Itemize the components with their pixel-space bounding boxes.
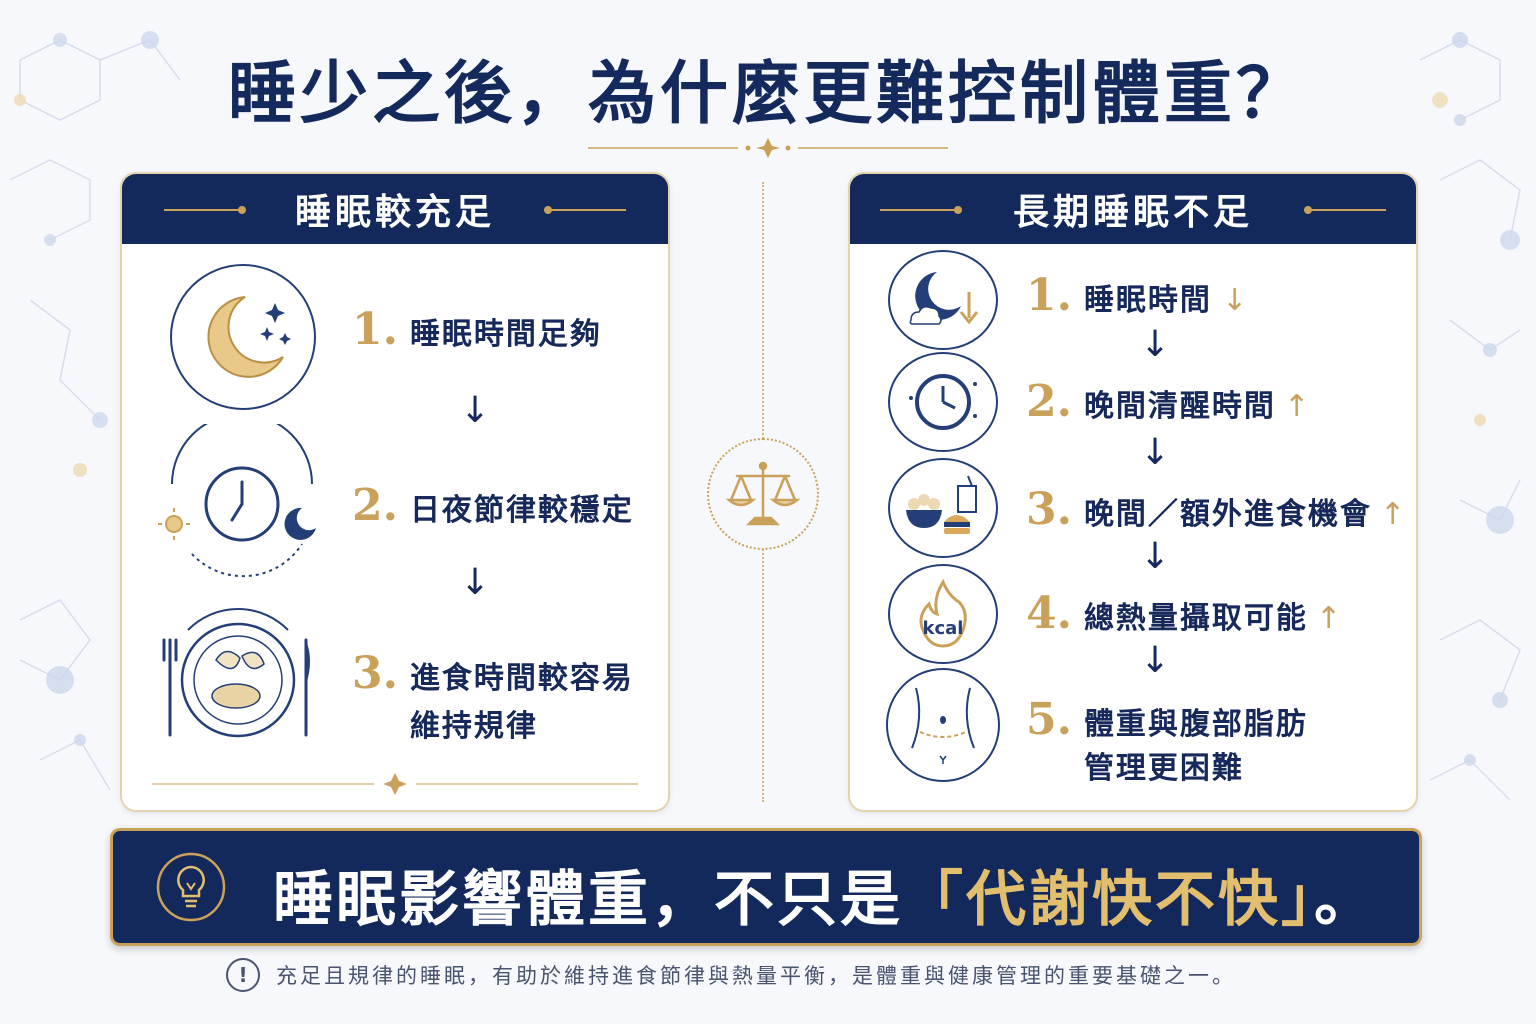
- flow-arrow: ↓: [460, 562, 491, 603]
- step-text: 進食時間較容易 維持規律: [410, 655, 634, 751]
- snack-burger-drink-icon: [906, 475, 977, 534]
- kcal-icon-badge: kcal: [888, 564, 998, 664]
- step-text: 睡眠時間: [1083, 283, 1212, 318]
- header-ornament-line: [1304, 206, 1386, 214]
- moon-cloud-down-icon: [909, 272, 979, 325]
- left-step-2: 2. 日夜節律較穩定: [352, 480, 634, 535]
- panel-sufficient-sleep: 睡眠較充足 1. 睡眠時間足夠 ↓ 2. 日夜節律較穩定 ↓: [120, 172, 670, 812]
- right-step-3: 3. 晚間／額外進食機會 ↑: [1026, 484, 1407, 539]
- banner-message: 睡眠影響體重，不只是「代謝快不快」。: [273, 851, 1377, 938]
- panel-header-left: 睡眠較充足: [122, 174, 668, 244]
- clock-icon-badge: [888, 352, 998, 452]
- banner-text-end: 。: [1314, 865, 1377, 935]
- step-number: 1.: [1026, 270, 1072, 321]
- left-step-1: 1. 睡眠時間足夠: [352, 304, 602, 359]
- step-text-line: 體重與腹部脂肪: [1083, 707, 1308, 742]
- panel-title-left: 睡眠較充足: [294, 191, 495, 233]
- key-message-banner: 睡眠影響體重，不只是「代謝快不快」。: [110, 828, 1422, 946]
- step-text: 日夜節律較穩定: [409, 493, 634, 528]
- moon-down-icon-badge: [888, 250, 998, 350]
- step-number: 5.: [1026, 694, 1072, 745]
- plate-cutlery-icon: [162, 607, 310, 738]
- panel-bottom-ornament: [152, 773, 638, 795]
- clock-day-night-icon: [158, 424, 316, 578]
- decrease-arrow: ↓: [1221, 283, 1250, 318]
- waist-belly-icon: [911, 687, 975, 764]
- flow-arrow: ↓: [1140, 432, 1171, 473]
- banner-text-highlight: 「代謝快不快」: [903, 865, 1314, 935]
- banner-text-main: 睡眠影響體重，不只是: [273, 865, 903, 935]
- balance-scale-icon: [725, 461, 801, 526]
- header-ornament-line: [544, 206, 626, 214]
- step-text: 晚間／額外進食機會: [1083, 497, 1372, 532]
- step-text: 總熱量攝取可能: [1083, 601, 1308, 636]
- title-ornament: [588, 138, 948, 158]
- step-text-line: 管理更困難: [1083, 751, 1244, 786]
- step-number: 1.: [352, 304, 398, 355]
- increase-arrow: ↑: [1315, 601, 1344, 636]
- lightbulb-icon: [156, 852, 226, 922]
- step-number: 4.: [1026, 588, 1072, 639]
- header-ornament-line: [164, 206, 246, 214]
- left-step-3: 3. 進食時間較容易 維持規律: [352, 648, 634, 751]
- food-icon-badge: [888, 458, 998, 558]
- right-step-1: 1. 睡眠時間 ↓: [1026, 270, 1249, 325]
- page-title: 睡少之後，為什麼更難控制體重？: [227, 54, 1308, 134]
- step-text: 睡眠時間足夠: [409, 317, 602, 352]
- increase-arrow: ↑: [1379, 497, 1408, 532]
- step-number: 2.: [352, 480, 398, 531]
- step-text-line: 進食時間較容易: [409, 661, 634, 696]
- step-number: 3.: [1026, 484, 1072, 535]
- exclamation-icon: !: [226, 958, 260, 992]
- step-text: 晚間清醒時間: [1083, 389, 1276, 424]
- flow-arrow: ↓: [460, 390, 491, 431]
- increase-arrow: ↑: [1283, 389, 1312, 424]
- balance-scale-badge: [707, 438, 819, 550]
- footnote-text: 充足且規律的睡眠，有助於維持進食節律與熱量平衡，是體重與健康管理的重要基礎之一。: [276, 964, 1236, 988]
- step-text-line: 維持規律: [409, 709, 538, 744]
- right-step-4: 4. 總熱量攝取可能 ↑: [1026, 588, 1343, 643]
- step-number: 2.: [1026, 376, 1072, 427]
- calorie-flame-icon: kcal: [919, 578, 967, 648]
- right-step-2: 2. 晚間清醒時間 ↑: [1026, 376, 1311, 431]
- kcal-label: kcal: [923, 618, 964, 639]
- footnote: ! 充足且規律的睡眠，有助於維持進食節律與熱量平衡，是體重與健康管理的重要基礎之…: [226, 958, 1236, 992]
- flow-arrow: ↓: [1140, 536, 1171, 577]
- right-step-5: 5. 體重與腹部脂肪 管理更困難: [1026, 694, 1308, 791]
- step-number: 3.: [352, 648, 398, 699]
- panel-insufficient-sleep: 長期睡眠不足 1. 睡眠時間 ↓ ↓ 2. 晚間清醒時間 ↑ ↓: [848, 172, 1418, 812]
- belly-icon-badge: [886, 668, 1000, 782]
- flow-arrow: ↓: [1140, 640, 1171, 681]
- step-text: 體重與腹部脂肪 管理更困難: [1084, 703, 1308, 791]
- header-ornament-line: [880, 206, 962, 214]
- moon-stars-icon-badge: [170, 264, 316, 410]
- night-clock-icon: [909, 374, 977, 430]
- panel-header-right: 長期睡眠不足: [850, 174, 1416, 244]
- panel-title-right: 長期睡眠不足: [1012, 191, 1253, 233]
- flow-arrow: ↓: [1140, 324, 1171, 365]
- moon-stars-icon: [207, 296, 291, 378]
